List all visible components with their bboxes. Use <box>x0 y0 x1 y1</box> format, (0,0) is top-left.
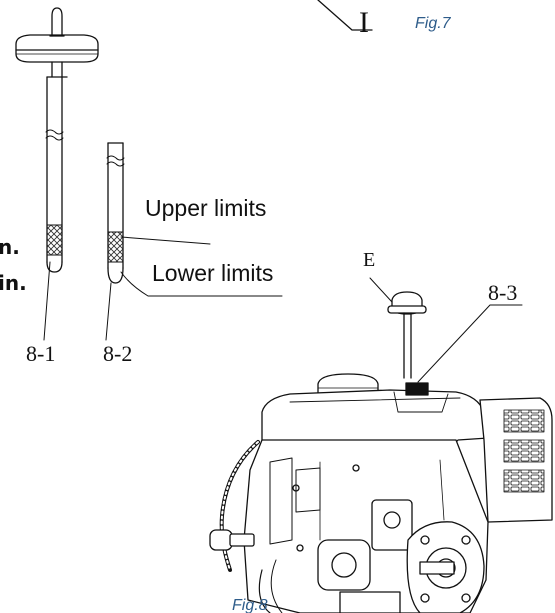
upper-limits-label: Upper limits <box>145 195 267 221</box>
cut-off-text-2: in. <box>0 271 27 295</box>
limit-leaders <box>120 236 283 297</box>
label-i: I <box>359 6 369 39</box>
dipstick-8-2 <box>105 142 125 341</box>
figure-caption-7: Fig.7 <box>415 15 451 32</box>
dipstick-8-1 <box>15 7 99 341</box>
part-label-8-3: 8-3 <box>488 280 518 305</box>
figure-caption-8: Fig.8 <box>232 597 268 613</box>
label-e: E <box>363 249 376 271</box>
cut-off-text-1: n. <box>0 235 20 259</box>
engine-drawing <box>209 277 553 613</box>
leader-line-i <box>317 0 373 31</box>
lower-limits-label: Lower limits <box>152 260 274 286</box>
part-label-8-2: 8-2 <box>103 341 133 366</box>
part-label-8-1: 8-1 <box>26 341 56 366</box>
